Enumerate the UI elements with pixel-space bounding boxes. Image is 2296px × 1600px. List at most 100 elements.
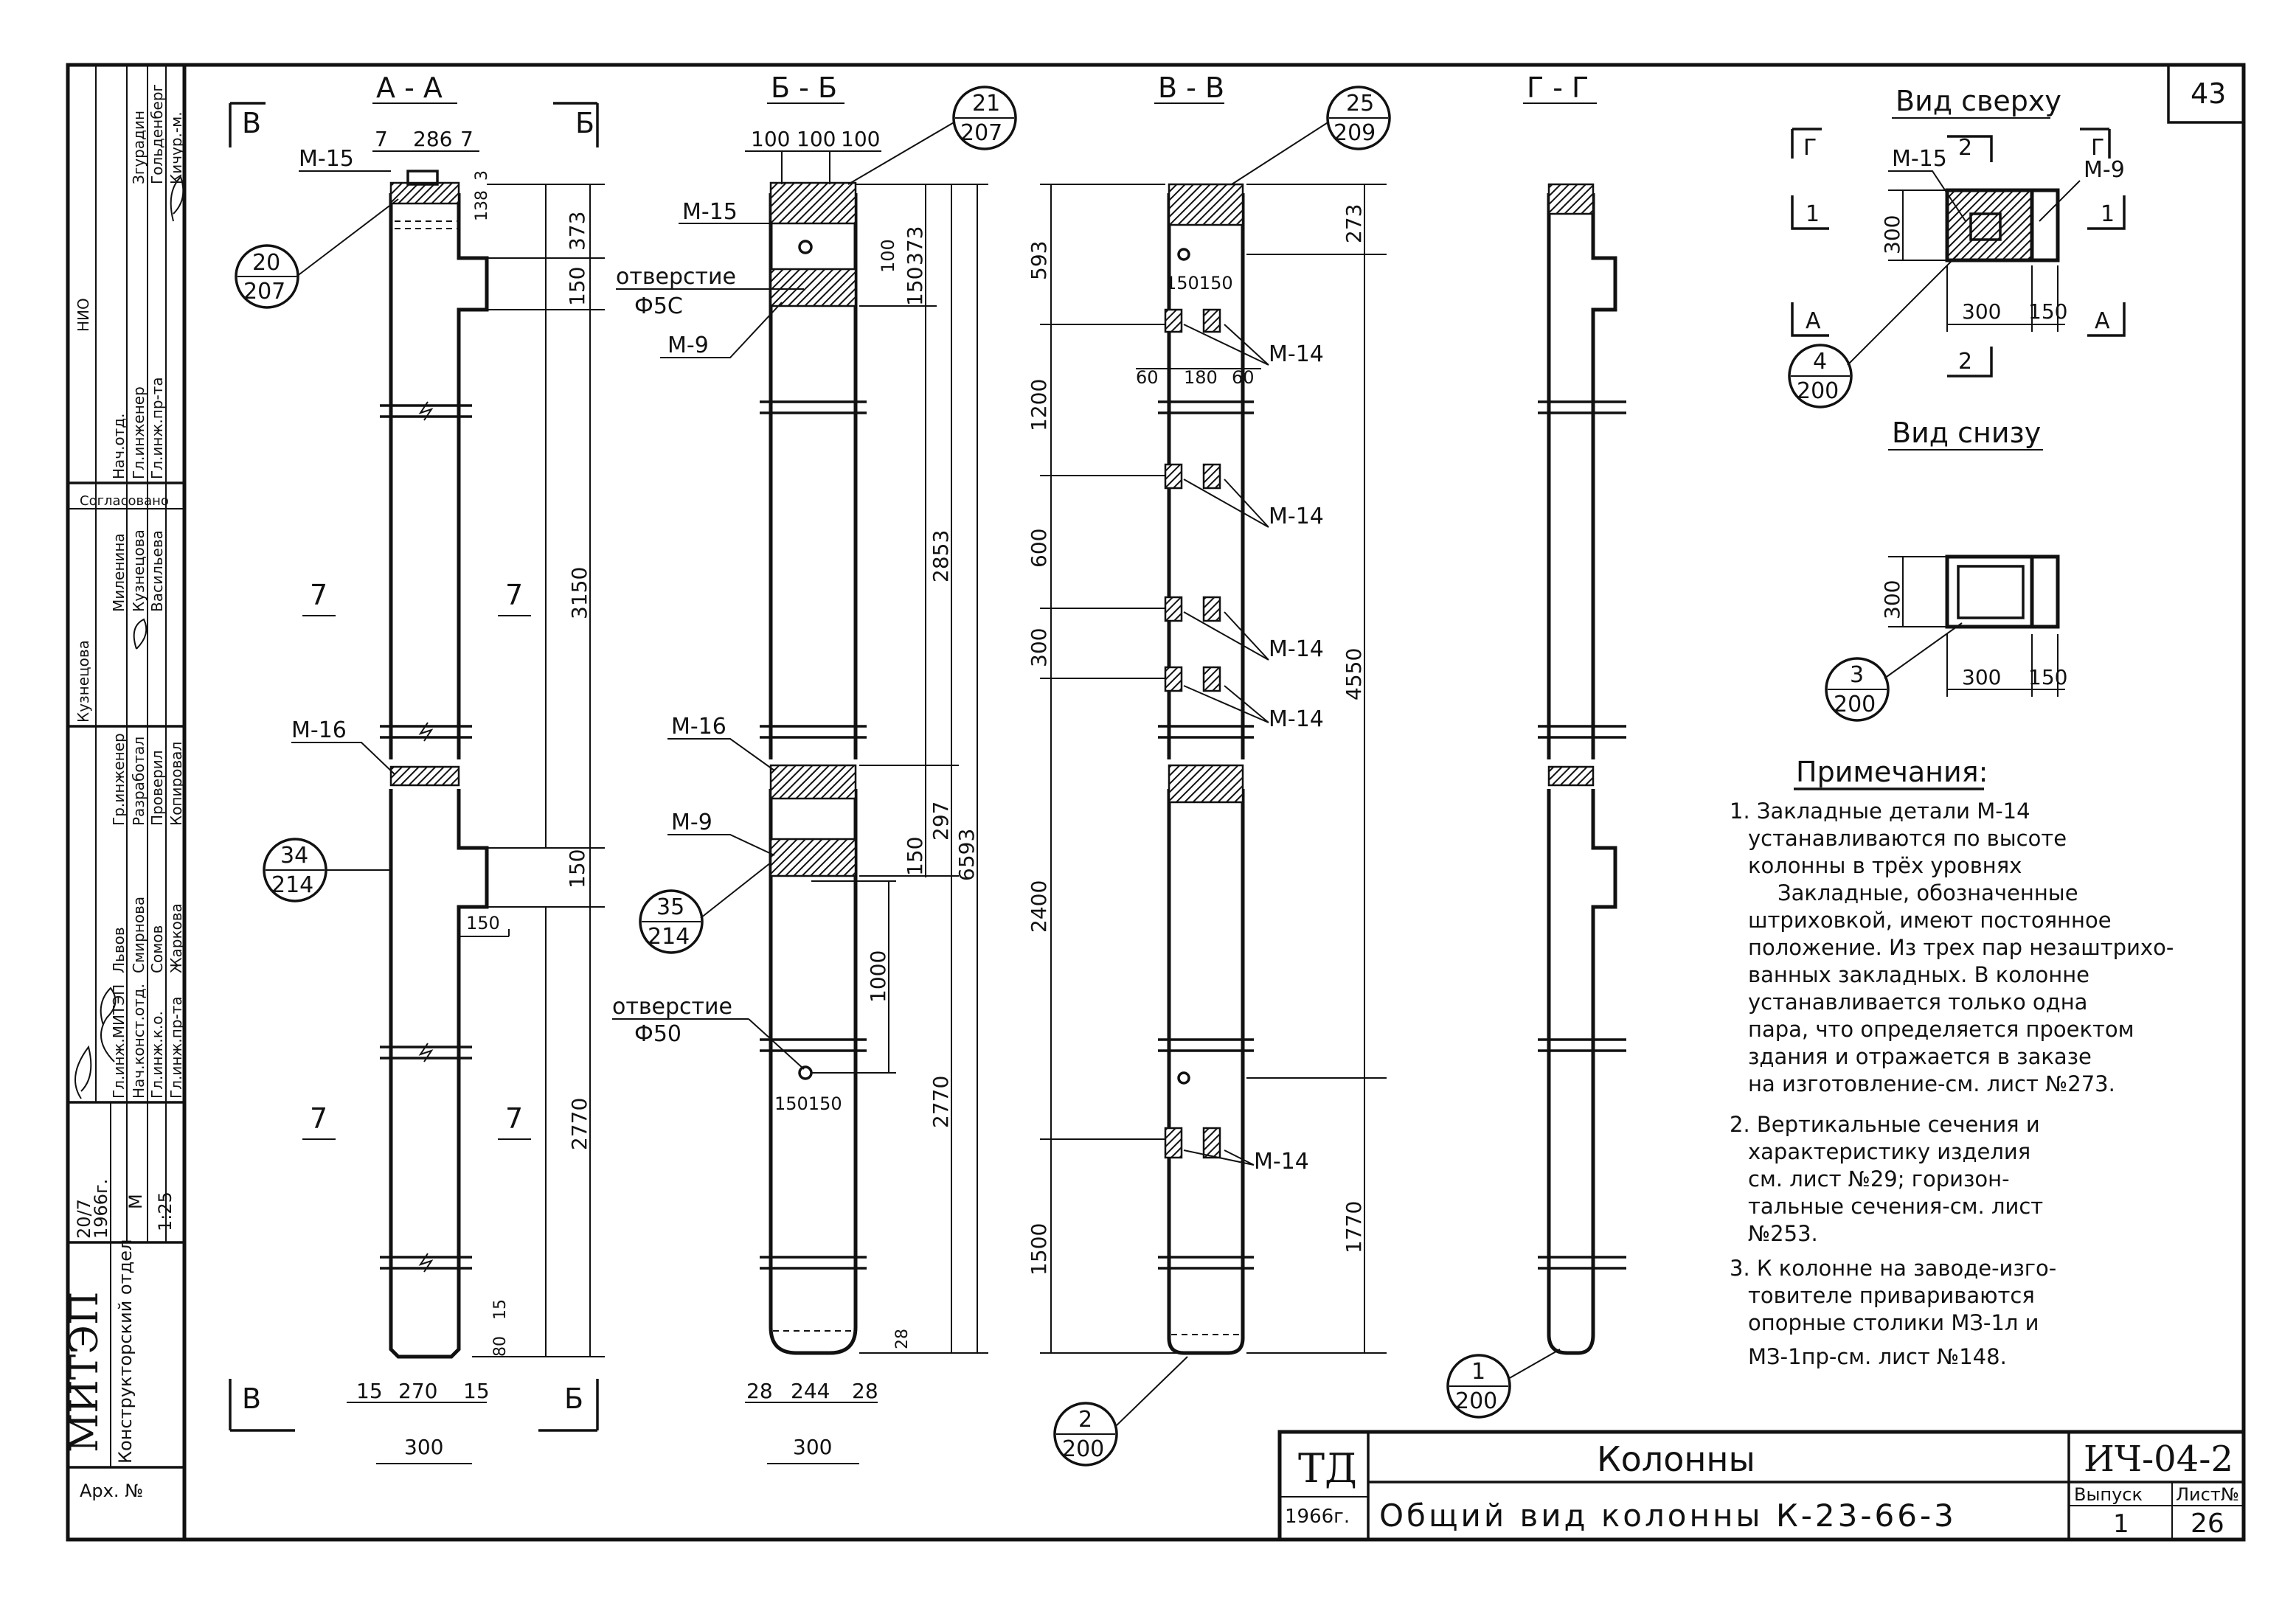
title-subtitle: Общий вид колонны К-23-66-3: [1379, 1498, 1957, 1534]
cut-mark-b-bottom: Б: [564, 1382, 583, 1415]
stamp-scale: 1:25: [155, 1192, 176, 1231]
view-top-a-right: А: [2095, 308, 2110, 334]
dim-aa-150b: 150: [565, 849, 589, 888]
label-aa-m15: М-15: [299, 146, 354, 172]
dim-aa-150a: 150: [565, 267, 589, 306]
stamp-name: Львов: [110, 927, 128, 973]
dim-top-300h: 300: [1880, 215, 1904, 254]
dim-bb-6593: 6593: [954, 829, 979, 881]
svg-text:34: 34: [280, 843, 308, 869]
note-line: устанавливается только одна: [1748, 989, 2087, 1015]
dim-bottom-150: 150: [2028, 665, 2067, 689]
section-gg: Г - Г: [1523, 72, 1626, 1355]
svg-text:4: 4: [1813, 349, 1827, 375]
label-aa-seven: 7: [505, 1102, 523, 1135]
svg-text:3: 3: [1850, 662, 1864, 688]
dim-aa-373: 373: [565, 212, 589, 251]
dim-bb-373: 373: [903, 226, 927, 265]
label-vv-m14: М-14: [1269, 341, 1324, 367]
stamp-archive: Арх. №: [80, 1481, 143, 1501]
label-aa-seven: 7: [310, 1102, 327, 1135]
dim-bb-top-100b: 100: [797, 127, 836, 151]
svg-text:209: 209: [1333, 120, 1376, 146]
stamp-name: Гольденберг: [148, 84, 166, 184]
note-line: тальные сечения-см. лист: [1748, 1194, 2043, 1219]
section-gg-title: Г - Г: [1527, 72, 1589, 104]
dim-aa-80: 80: [491, 1336, 510, 1357]
section-vv-title: В - В: [1158, 72, 1224, 104]
notes-block: Примечания: 1. Закладные детали М-14 уст…: [1730, 756, 2174, 1369]
label-bb-m9a: М-9: [667, 333, 709, 358]
section-vv: В - В 593 1200 600 300 2400: [1027, 72, 1387, 1355]
view-top-a-left: А: [1806, 308, 1821, 334]
dim-aa-bottom-15b: 15: [463, 1379, 490, 1403]
stamp-number: 20/7: [74, 1199, 94, 1239]
dim-aa-138: 138: [473, 190, 491, 221]
sheet-frame: [66, 63, 2246, 1542]
dim-aa-top-286: 286: [413, 127, 452, 151]
dim-bb-150-150: 150150: [774, 1093, 842, 1114]
section-bb-title: Б - Б: [771, 72, 837, 104]
dim-bb-100: 100: [878, 239, 898, 273]
view-top-m9: М-9: [2084, 157, 2125, 183]
note-line: колонны в трёх уровнях: [1748, 853, 2022, 878]
note-line: опорные столики МЗ-1л и: [1748, 1310, 2039, 1335]
corner-sheet-number: 43: [2191, 77, 2226, 110]
cut-mark-v-bottom: В: [242, 1382, 261, 1415]
title-sheet-label: Лист№: [2176, 1484, 2239, 1505]
view-top-m15: М-15: [1892, 146, 1947, 172]
title-series: ИЧ-04-2: [2084, 1439, 2233, 1480]
callout-20-207: 20 207: [235, 198, 399, 309]
view-top-g-right: Г: [2091, 135, 2104, 161]
dim-aa-top-7b: 7: [460, 127, 474, 151]
dim-top-300: 300: [1962, 299, 2001, 324]
svg-text:1: 1: [1471, 1359, 1485, 1385]
stamp-role: Разработал: [130, 737, 148, 826]
dim-bb-bottom-28: 28: [746, 1379, 773, 1403]
callout-2-200: 2 200: [1053, 1356, 1188, 1467]
stamp-name: Жаркова: [167, 903, 185, 973]
dim-vv-1770: 1770: [1342, 1201, 1366, 1253]
svg-text:25: 25: [1346, 91, 1374, 116]
label-bb-hole1: отверстие: [616, 264, 736, 290]
stamp-role: Гл.инж.к.о.: [148, 1011, 166, 1099]
stamp-role: Проверил: [148, 750, 166, 826]
view-top-2-top: 2: [1958, 135, 1972, 161]
note-line: №253.: [1748, 1221, 1818, 1246]
svg-text:200: 200: [1797, 378, 1839, 404]
note-line: Закладные, обозначенные: [1778, 880, 2078, 905]
callout-4-200: 4 200: [1788, 254, 1959, 408]
view-top: Вид сверху Г Г 2 1 1 А А 2 М-15 М-9 300: [1791, 85, 2126, 378]
section-bb: Б - Б 100 100 100 100 373 150 2853 2: [612, 72, 988, 1464]
view-top-1-left: 1: [1806, 201, 1820, 227]
label-vv-m14: М-14: [1269, 636, 1324, 662]
section-aa: А - А В Б В Б 7 286 7 138 3: [229, 72, 605, 1464]
label-bb-m15: М-15: [682, 199, 738, 225]
dim-bb-28: 28: [893, 1329, 912, 1349]
cut-mark-v-top: В: [242, 107, 261, 139]
view-top-title: Вид сверху: [1896, 85, 2061, 117]
title-sheet-value: 26: [2191, 1509, 2224, 1539]
svg-text:200: 200: [1834, 692, 1876, 717]
label-bb-hole2-dia: Ф50: [634, 1021, 681, 1047]
stamp-role: Нач.конст.отд.: [130, 984, 148, 1099]
stamp-role: Гл.инженер: [130, 386, 148, 479]
view-bottom-title: Вид снизу: [1892, 417, 2041, 449]
label-bb-m9b: М-9: [671, 810, 712, 835]
note-line: штриховкой, имеют постоянное: [1748, 908, 2112, 933]
stamp-role: Гр.инженер: [110, 733, 128, 826]
dim-vv-150-150: 150150: [1165, 273, 1233, 293]
stamp-name: Кичур.-м.: [167, 111, 185, 184]
view-top-1-right: 1: [2101, 201, 2115, 227]
dim-vv-2400: 2400: [1027, 880, 1051, 933]
signature-marks: [74, 175, 184, 1099]
stamp-role: Копировал: [167, 742, 185, 826]
dim-bb-top-100a: 100: [751, 127, 790, 151]
dim-vv-273: 273: [1342, 204, 1366, 243]
title-issue-label: Выпуск: [2074, 1484, 2143, 1505]
note-line: пара, что определяется проектом: [1748, 1017, 2134, 1042]
label-vv-m14: М-14: [1269, 706, 1324, 732]
svg-text:214: 214: [271, 872, 313, 898]
stamp-org: МИТЭП: [63, 1292, 107, 1453]
